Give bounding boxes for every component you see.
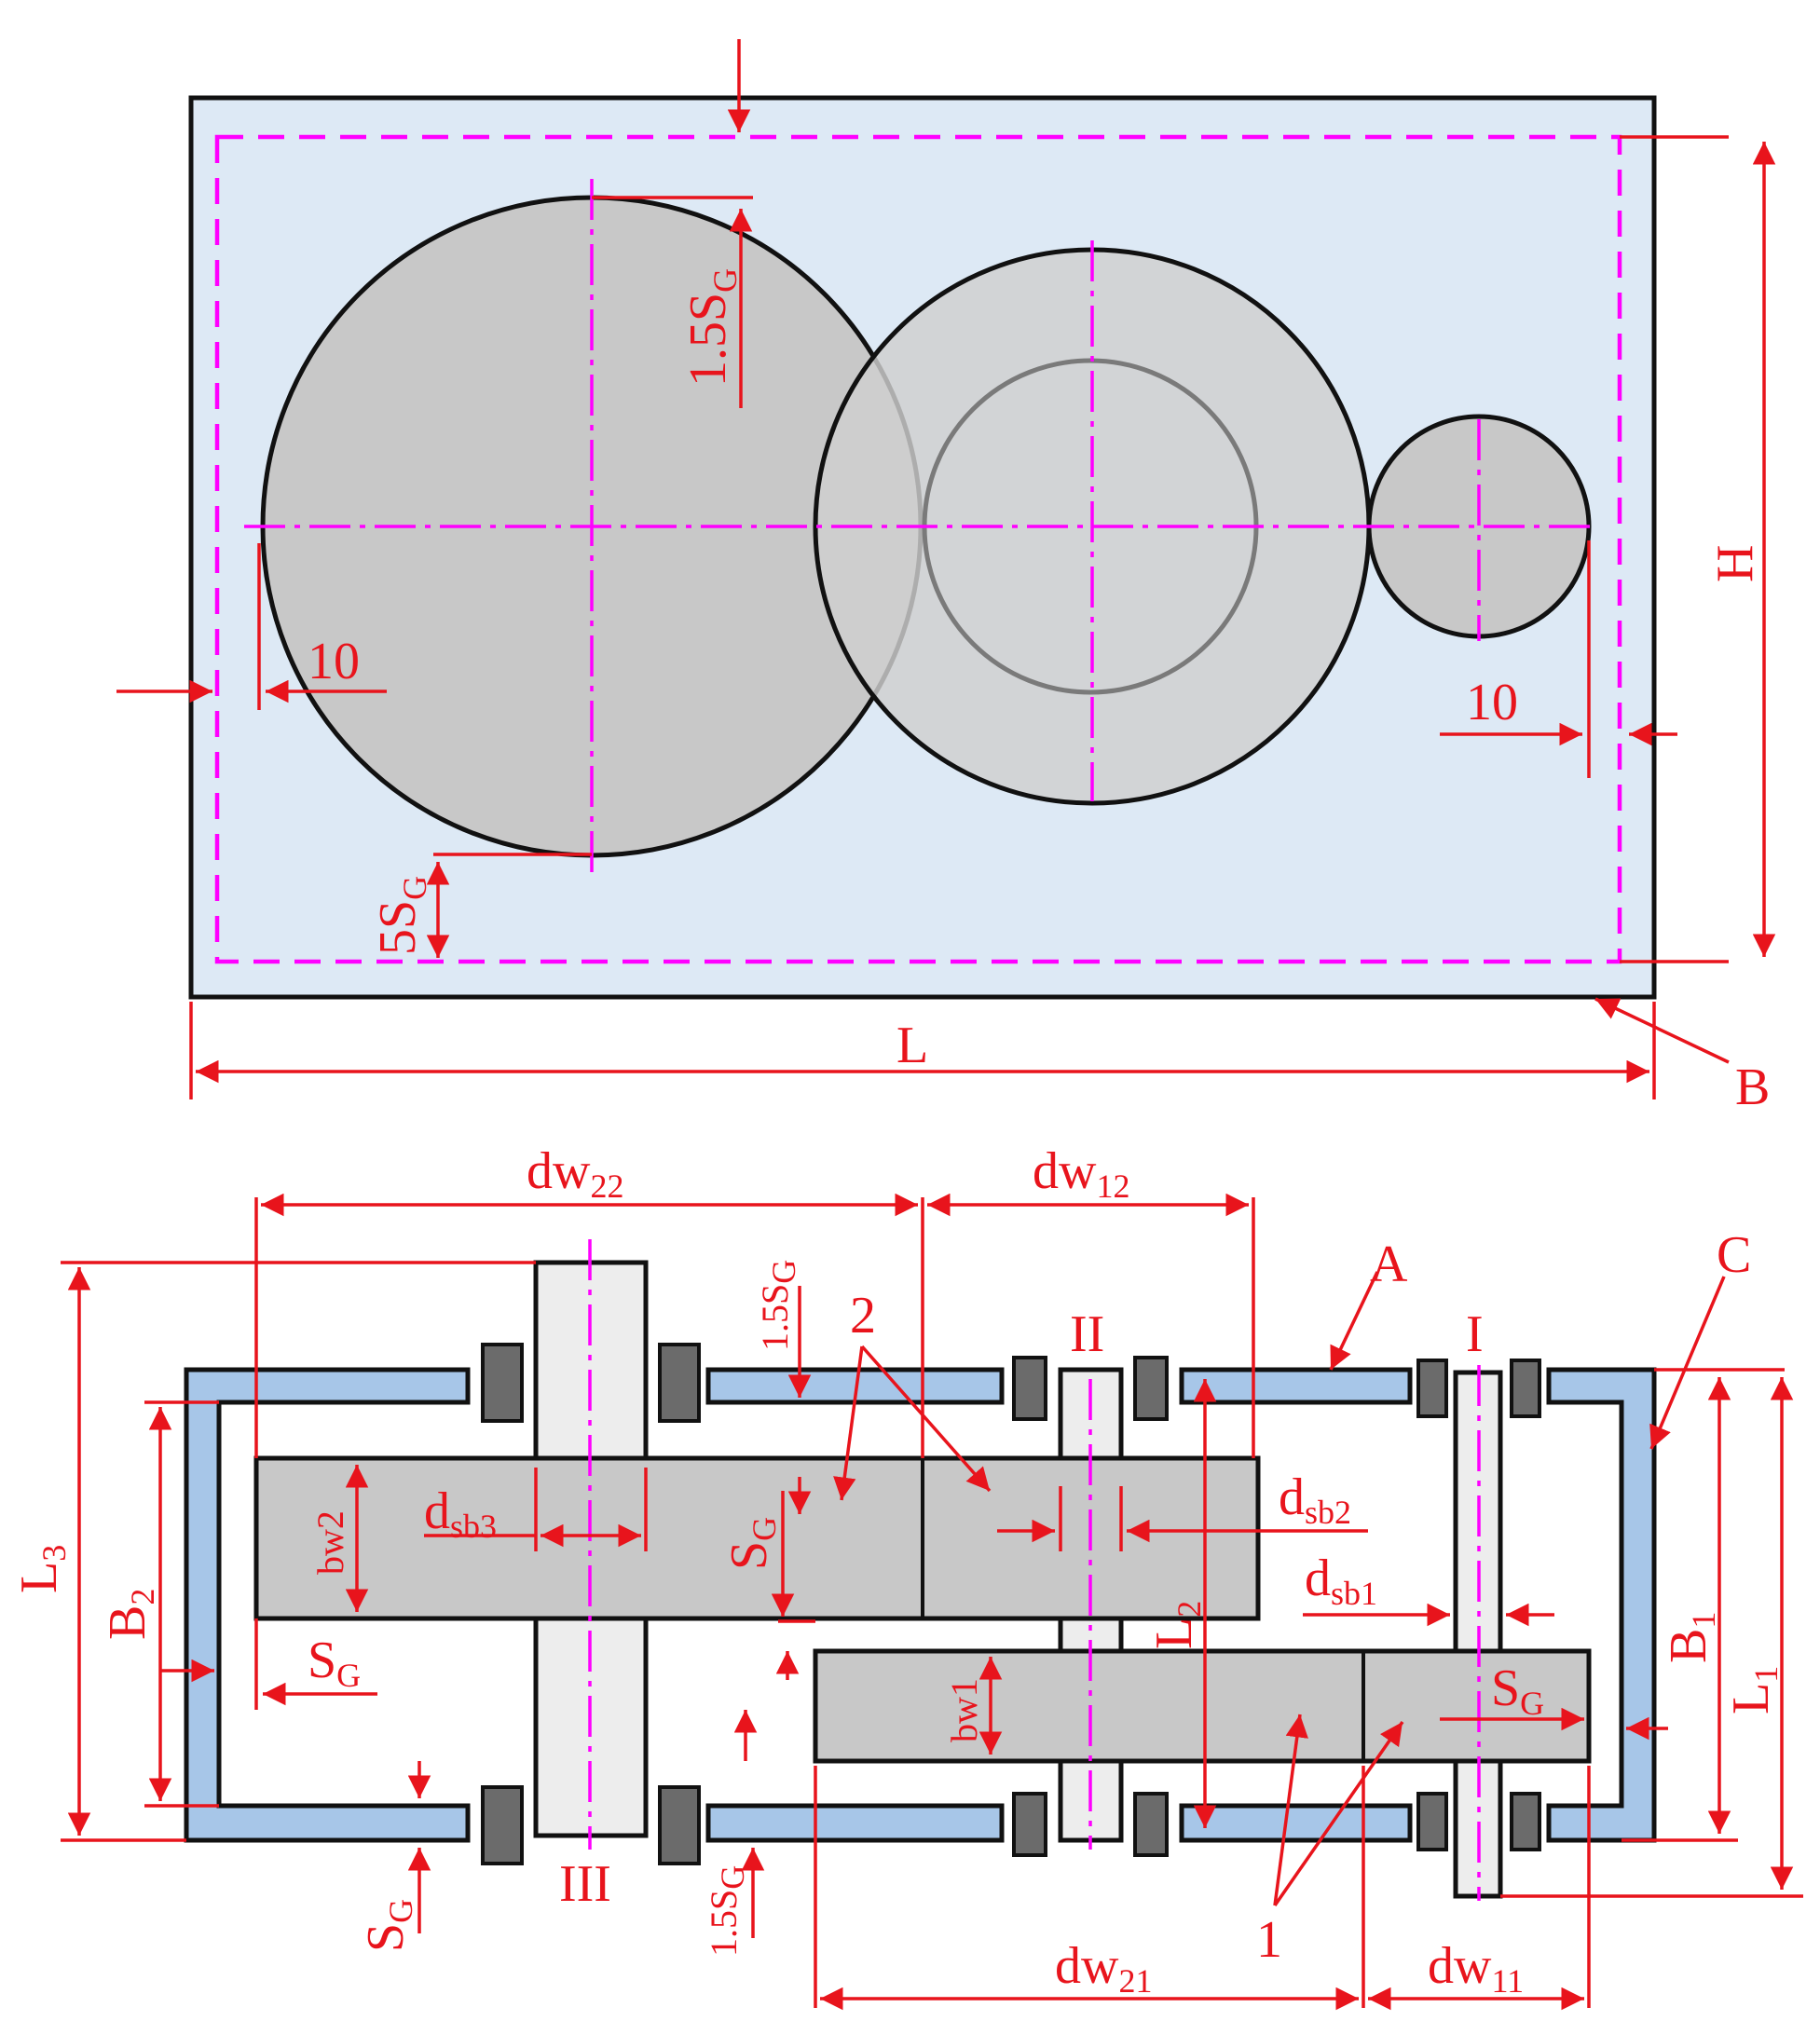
bearing-ii-bottom-right	[1133, 1792, 1169, 1857]
label-b: B	[1735, 1058, 1770, 1116]
label-c: C	[1717, 1226, 1751, 1284]
label-dw11: dw11	[1428, 1937, 1524, 2000]
bearing-iii-top-left	[481, 1343, 524, 1423]
leader-c	[1649, 1276, 1726, 1450]
leader-1b	[1273, 1721, 1404, 1906]
top-view: 1.5SG 5SG 10 10 H L B	[116, 39, 1776, 1116]
label-l: L	[896, 1017, 928, 1074]
bearing-ii-top-right	[1133, 1356, 1169, 1421]
label-sg-right: SG	[1491, 1659, 1544, 1722]
gear-pair-lower	[813, 1648, 1592, 1764]
bottom-view: dw22 dw12 dw21 dw11 L3 B2 SG SG 1.5SG	[10, 1142, 1803, 2011]
label-dw21: dw21	[1055, 1937, 1152, 2000]
label-sg-left: SG	[308, 1632, 361, 1694]
bearing-i-top-left	[1416, 1359, 1448, 1418]
leader-a	[1329, 1271, 1379, 1371]
label-l2: L2	[1145, 1601, 1208, 1649]
label-10-left: 10	[308, 633, 360, 690]
label-dsb3: dsb3	[424, 1482, 497, 1545]
label-15sg-top: 1.5SG	[754, 1260, 802, 1351]
label-h: H	[1706, 545, 1764, 582]
label-shaft-ii: II	[1070, 1305, 1104, 1363]
bearing-iii-top-right	[658, 1343, 701, 1423]
label-10-right: 10	[1466, 674, 1518, 731]
label-b2: B2	[99, 1589, 161, 1640]
label-l3: L3	[10, 1545, 73, 1593]
bearing-ii-top-left	[1012, 1356, 1047, 1421]
label-5sg: 5SG	[369, 876, 433, 955]
label-15sg: 1.5SG	[679, 268, 744, 387]
housing-wall-top-3	[1179, 1367, 1413, 1405]
leader-b	[1594, 997, 1730, 1064]
leader-1a	[1273, 1714, 1308, 1906]
label-sg-mid: SG	[720, 1517, 783, 1570]
label-dsb2: dsb2	[1279, 1468, 1351, 1531]
bearing-i-top-right	[1510, 1359, 1541, 1418]
label-sg-bottom: SG	[357, 1899, 419, 1952]
label-b1: B1	[1660, 1612, 1722, 1663]
bearing-ii-bottom-left	[1012, 1792, 1047, 1857]
housing-wall-bottom-2	[705, 1803, 1005, 1843]
label-1: 1	[1256, 1911, 1282, 1969]
bearing-i-bottom-left	[1416, 1792, 1448, 1851]
housing-wall-bottom-3	[1179, 1803, 1413, 1843]
bearing-i-bottom-right	[1510, 1792, 1541, 1851]
bearing-iii-bottom-right	[658, 1785, 701, 1865]
leader-2a	[833, 1345, 864, 1501]
bearing-iii-bottom-left	[481, 1785, 524, 1865]
label-bw1: bw1	[943, 1678, 985, 1742]
inner-wall-boundary	[214, 134, 1622, 964]
label-shaft-i: I	[1466, 1305, 1484, 1363]
label-dw12: dw12	[1033, 1142, 1129, 1205]
label-dsb1: dsb1	[1305, 1550, 1377, 1612]
label-shaft-iii: III	[559, 1855, 611, 1913]
leader-2b	[860, 1345, 992, 1493]
label-2: 2	[850, 1287, 876, 1345]
label-bw2: bw2	[309, 1510, 351, 1575]
housing-wall-right	[1546, 1367, 1657, 1843]
label-dw22: dw22	[527, 1142, 623, 1205]
label-15sg-bottom: 1.5SG	[703, 1865, 751, 1957]
label-a: A	[1370, 1236, 1408, 1293]
label-l1: L1	[1722, 1666, 1785, 1714]
